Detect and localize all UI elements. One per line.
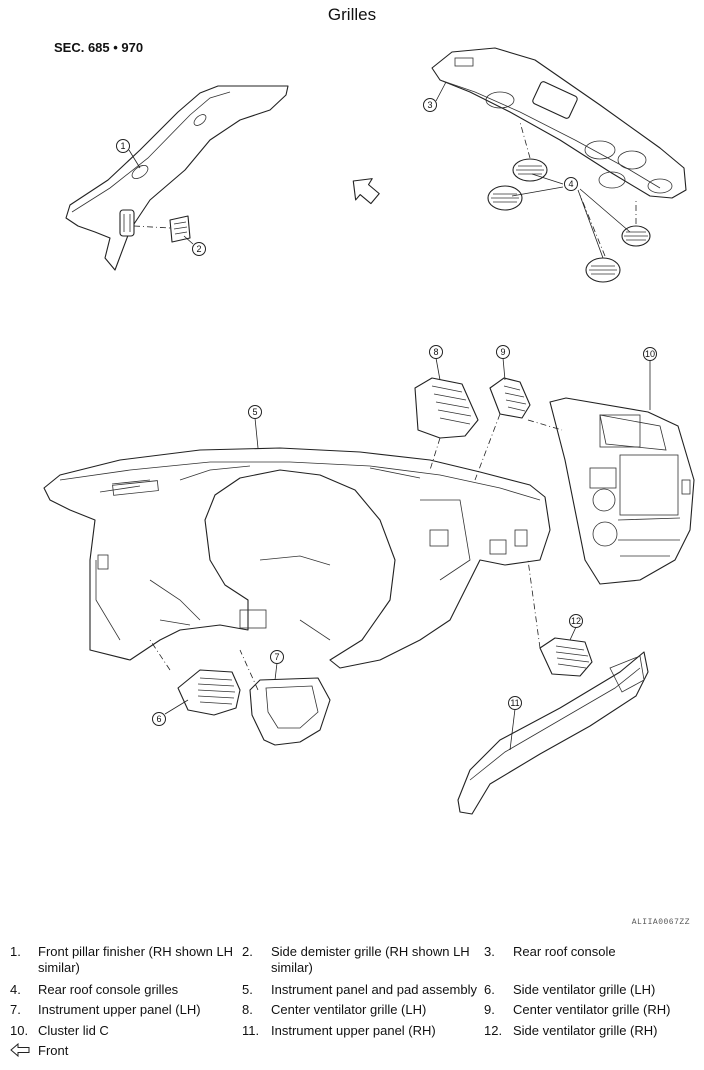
- legend-text: Center ventilator grille (LH): [271, 1002, 427, 1017]
- instrument-upper-panel-lh: [239, 649, 331, 746]
- front-label: Front: [38, 1043, 69, 1058]
- direction-arrow-icon: [352, 178, 380, 205]
- center-ventilator-grille-rh: [474, 377, 531, 481]
- callout-8-number: 8: [433, 347, 438, 357]
- legend-number: 11.: [242, 1023, 260, 1038]
- legend-text: Side ventilator grille (RH): [513, 1023, 658, 1038]
- callout-1-number: 1: [120, 141, 125, 151]
- legend-text: Cluster lid C: [38, 1023, 109, 1038]
- side-ventilator-grille-rh: [527, 559, 593, 677]
- callout-7: 7: [270, 650, 284, 681]
- figure-code: ALIIA0067ZZ: [631, 918, 690, 927]
- callout-12: 12: [569, 614, 583, 641]
- legend-text: Rear roof console: [513, 944, 616, 959]
- callout-3: 3: [423, 81, 447, 112]
- callout-7-number: 7: [274, 652, 279, 662]
- front-pillar-finisher: [65, 85, 289, 271]
- callout-5-number: 5: [252, 407, 257, 417]
- section-reference: SEC. 685 • 970: [54, 40, 144, 55]
- instrument-upper-panel-rh: [457, 651, 649, 815]
- legend-text: Front pillar finisher (RH shown LH simil…: [38, 944, 234, 975]
- legend-text: Instrument upper panel (RH): [271, 1023, 436, 1038]
- callout-10: 10: [643, 347, 657, 410]
- callout-8: 8: [429, 345, 443, 381]
- legend-number: 8.: [242, 1002, 253, 1017]
- legend-number: 3.: [484, 944, 495, 959]
- legend-text: Rear roof console grilles: [38, 982, 179, 997]
- legend-text: Instrument panel and pad assembly: [271, 982, 477, 997]
- callout-6: 6: [152, 699, 189, 726]
- legend-number: 5.: [242, 982, 253, 997]
- legend-text: Side demister grille (RH shown LH simila…: [271, 944, 470, 975]
- rear-roof-console: [431, 47, 687, 199]
- legend-number: 4.: [10, 982, 21, 997]
- callout-9-number: 9: [500, 347, 505, 357]
- legend-text: Side ventilator grille (LH): [513, 982, 656, 997]
- diagram-title: Grilles: [327, 5, 377, 24]
- legend-number: 10.: [10, 1023, 29, 1038]
- front-arrow-icon: [10, 1043, 30, 1057]
- callout-11-number: 11: [510, 698, 519, 708]
- legend-text: Center ventilator grille (RH): [513, 1002, 671, 1017]
- side-ventilator-grille-lh: [149, 639, 241, 716]
- instrument-panel-and-pad-assembly: [43, 447, 551, 669]
- center-ventilator-grille-lh: [414, 377, 479, 471]
- legend-number: 7.: [10, 1002, 21, 1017]
- callout-11: 11: [508, 696, 522, 751]
- legend-text: Instrument upper panel (LH): [38, 1002, 201, 1017]
- callout-4-number: 4: [568, 179, 573, 189]
- callout-1: 1: [116, 139, 141, 169]
- exploded-view-illustration: 1 2 3 4 5 6 7 8 9 10 11 12: [43, 47, 695, 815]
- legend-number: 12.: [484, 1023, 503, 1038]
- legend-number: 2.: [242, 944, 253, 959]
- legend-number: 1.: [10, 944, 21, 959]
- side-demister-grille: [133, 215, 191, 243]
- callout-9: 9: [496, 345, 510, 381]
- legend-number: 6.: [484, 982, 495, 997]
- callout-4: 4: [564, 177, 578, 191]
- callout-3-number: 3: [427, 100, 432, 110]
- cluster-lid-c: [527, 397, 695, 585]
- callout-12-number: 12: [571, 616, 581, 626]
- callout-2: 2: [183, 235, 206, 256]
- callout-2-number: 2: [196, 244, 201, 254]
- callout-10-number: 10: [645, 349, 655, 359]
- rear-roof-console-grilles: [487, 121, 651, 283]
- callout-6-number: 6: [156, 714, 161, 724]
- legend-number: 9.: [484, 1002, 495, 1017]
- callout-5: 5: [248, 405, 262, 449]
